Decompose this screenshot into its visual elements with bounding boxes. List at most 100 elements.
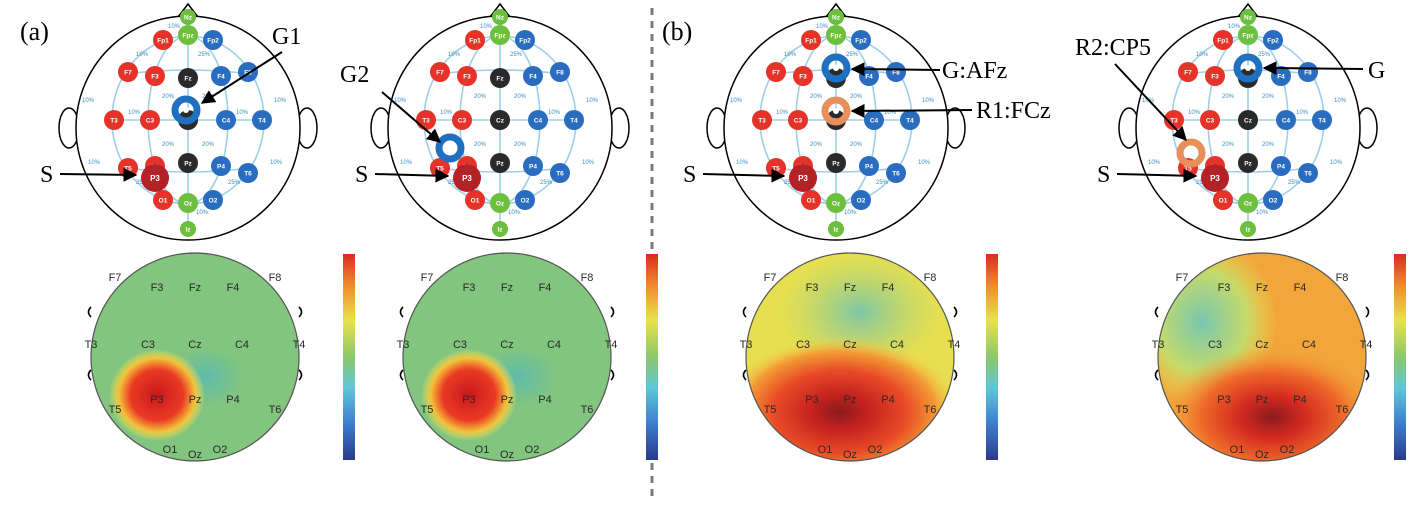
electrode-label: P4 [529,164,537,171]
electrode-label: Nz [184,15,193,22]
electrode-label: F4 [217,74,225,81]
map-label-t5: T5 [109,404,122,416]
percent-label: 25% [1288,180,1301,186]
nose-outline [486,2,514,22]
electrode-label: Oz [1244,201,1253,208]
stim-electrode-label: P3 [150,174,160,183]
electrode-c4 [864,110,884,130]
electrode-label: Fp1 [157,38,169,45]
map-label-f8: F8 [1336,272,1349,284]
arrow-s-b2 [1116,168,1198,183]
map-ear-tick [610,306,615,318]
electrode-fz [490,68,510,88]
electrode-c4 [216,110,236,130]
electrode-head-b2: 10%10%25%20%20%10%10%20%20%25%25%10%10%1… [1118,2,1378,241]
reference-fcz [821,96,851,126]
nose-outline [1234,2,1262,22]
map-label-f8: F8 [581,272,594,284]
map-ear-tick [1154,306,1159,318]
percent-label: 20% [514,94,527,100]
annotation-g: G [1368,58,1385,84]
percent-label: 25% [540,180,553,186]
percent-label: 10% [136,52,149,58]
electrode-label: F4 [529,74,537,81]
map-label-o1: O1 [1230,444,1245,456]
map-ear-tick [87,306,92,318]
map-label-cz: Cz [188,339,201,351]
percent-label: 10% [1334,98,1347,104]
electrode-label: Oz [184,201,193,208]
electrode-f4 [211,66,231,86]
electrode-fpz [490,25,510,45]
electrode-label: Fp1 [805,38,817,45]
stim-electrode-label: P3 [798,174,808,183]
annotation-s-a1: S [40,162,53,188]
percent-label: 10% [816,24,829,30]
map-label-f4: F4 [882,282,895,294]
arrow-g [1262,61,1364,76]
electrode-label: Oz [832,201,841,208]
percent-label: 10% [128,110,141,116]
electrode-o1 [801,190,821,210]
map-hot-region [421,349,517,441]
electrode-fp2 [515,30,535,50]
nose-outline [822,2,850,22]
map-label-p3: P3 [150,394,163,406]
electrode-label: Fp2 [855,38,867,45]
electrode-t3 [104,110,124,130]
electrode-fp2 [1263,30,1283,50]
arrow-g1 [200,51,283,104]
electrode-label: F3 [799,74,807,81]
map-label-o1: O1 [818,444,833,456]
percent-label: 20% [514,142,527,148]
electrode-o1 [1213,190,1233,210]
map-label-f4: F4 [227,282,240,294]
map-label-f3: F3 [806,282,819,294]
arrow-r2-cp5 [1114,63,1187,142]
map-label-p4: P4 [226,394,239,406]
electrode-label: T5 [436,166,444,173]
electrode-f8 [886,62,906,82]
electrode-nz [180,9,196,25]
map-label-f3: F3 [151,282,164,294]
electrode-iz [492,221,508,237]
electrode-p4 [1271,156,1291,176]
percent-label: 25% [1258,52,1271,58]
map-label-cz: Cz [1255,339,1268,351]
electrode-f7 [118,62,138,82]
electrode-f7 [430,62,450,82]
electrode-label: F7 [772,70,780,77]
percent-label: 10% [586,98,599,104]
map-label-t6: T6 [1336,404,1349,416]
map-label-t6: T6 [269,404,282,416]
electrode-label: Fp1 [1217,38,1229,45]
reference-cp5 [1176,138,1206,168]
topomap-outline [745,252,955,462]
electrode-f7 [766,62,786,82]
percent-label: 20% [810,142,823,148]
ground-g1 [171,95,201,125]
map-ear-tick [399,306,404,318]
electrode-label: F7 [1184,70,1192,77]
electrode-label: T3 [422,118,430,125]
electrode-o2 [203,190,223,210]
percent-label: 10% [730,98,743,104]
percent-label: 10% [508,210,521,216]
electrode-label: Pz [184,161,192,168]
electrode-label: Fpz [1242,33,1254,40]
map-ear-tick [953,306,958,318]
map-label-c3: C3 [141,339,155,351]
electrode-label: F8 [1304,70,1312,77]
map-label-f7: F7 [109,272,122,284]
map-label-t3: T3 [1152,339,1165,351]
percent-label: 10% [736,160,749,166]
electrode-t4 [900,110,920,130]
electrode-f3 [457,66,477,86]
map-label-t5: T5 [764,404,777,416]
electrode-label: Iz [833,227,839,234]
percent-label: 20% [162,94,175,100]
map-label-fz: Fz [189,282,201,294]
electrode-c4 [1276,110,1296,130]
